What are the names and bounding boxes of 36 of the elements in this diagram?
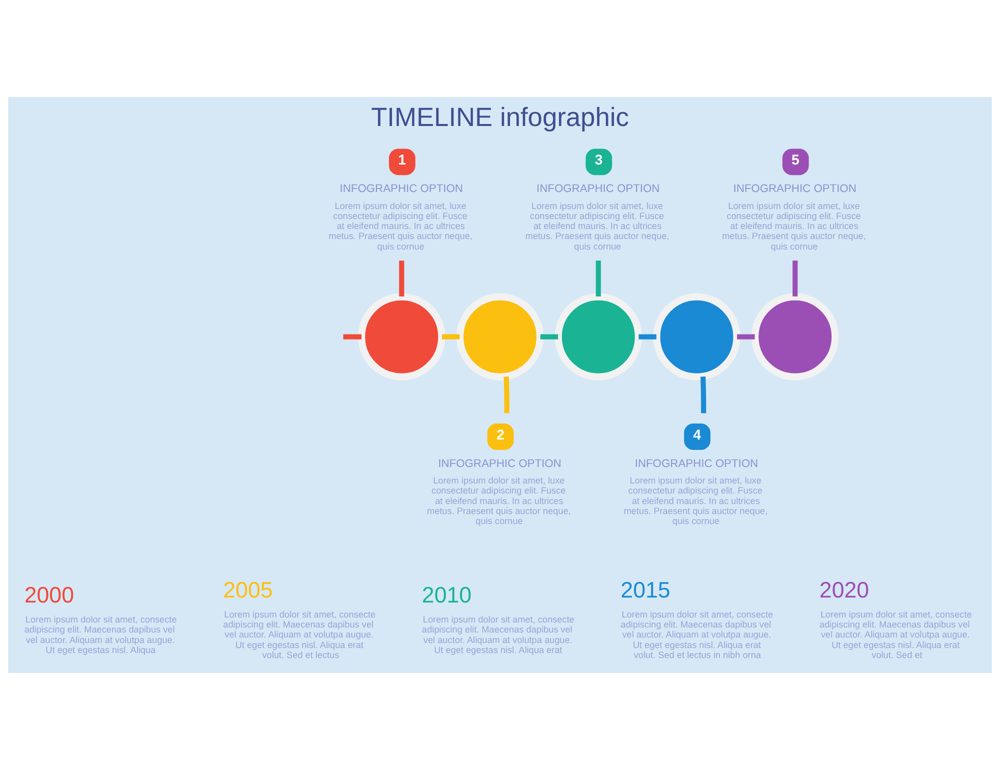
node-label: INFOGRAPHIC OPTION (634, 457, 758, 470)
connector (504, 376, 510, 413)
label: Lorem ipsum dolor sit amet, consecte adipiscing elit. Maecenas dapibus vel vel auctor. Aliquam at volutpa augue. Ut eget egestas nisl. Aliqua erat volut. Sed et (819, 608, 972, 660)
node-label: INFOGRAPHIC OPTION (536, 182, 660, 195)
label: 2015 (620, 577, 670, 602)
connector (442, 334, 460, 339)
label: Lorem ipsum dolor sit amet, consecte adipiscing elit. Maecenas dapibus vel vel auctor. Aliquam at volutpa augue. Ut eget egestas nisl. Aliqua erat volut. Sed et lectus in nibh orna (620, 608, 774, 660)
connector (399, 260, 404, 296)
connector (343, 334, 362, 339)
connector (700, 376, 706, 413)
node-label: Lorem ipsum dolor sit amet, luxe consectetur adipiscing elit. Fusce at eleifend mauris. In ac ultrices metus. Praesent quis auctor neque, quis cornue (328, 200, 472, 251)
node-label: INFOGRAPHIC OPTION (438, 457, 562, 470)
diagram-title: TIMELINE infographic (371, 102, 629, 132)
node-circle (554, 292, 642, 380)
connector (638, 334, 656, 339)
node-label: INFOGRAPHIC OPTION (340, 182, 463, 195)
node-circle (358, 292, 446, 380)
label: 2000 (24, 582, 74, 608)
node-label: INFOGRAPHIC OPTION (733, 182, 856, 195)
node-circle (752, 292, 839, 380)
label: Lorem ipsum dolor sit amet, consecte adipiscing elit. Maecenas dapibus vel vel auctor. Aliquam at volutpa augue. Ut eget egestas nisl. Aliqua (24, 614, 177, 654)
node-label: Lorem ipsum dolor sit amet, luxe consectetur adipiscing elit. Fusce at eleifend mauris. In ac ultrices metus. Praesent quis auctor neque, quis cornue (525, 200, 670, 251)
node-label: Lorem ipsum dolor sit amet, luxe consectetur adipiscing elit. Fusce at eleifend mauris. In ac ultrices metus. Praesent quis auctor neque, quis cornue (426, 475, 571, 526)
label: Lorem ipsum dolor sit amet, consecte adipiscing elit. Maecenas dapibus vel vel auctor. Aliquam at volutpa augue. Ut eget egestas nisl. Aliqua erat volut. Sed et lectus (223, 608, 376, 660)
node-circle (653, 292, 740, 380)
label: 2020 (819, 577, 870, 602)
connector (737, 334, 755, 339)
connector (792, 260, 798, 296)
connector (596, 260, 601, 296)
label: Lorem ipsum dolor sit amet, consecte adipiscing elit. Maecenas dapibus vel vel auctor. Aliquam at volutpa augue. Ut eget egestas nisl. Aliqua erat (422, 614, 574, 654)
label: 2005 (223, 577, 273, 602)
node-label: Lorem ipsum dolor sit amet, luxe consectetur adipiscing elit. Fusce at eleifend mauris. In ac ultrices metus. Praesent quis auctor neque, quis cornue (722, 200, 866, 251)
node-label: Lorem ipsum dolor sit amet, luxe consectetur adipiscing elit. Fusce at eleifend mauris. In ac ultrices metus. Praesent quis auctor neque, quis cornue (624, 475, 768, 526)
label: 2010 (422, 582, 472, 608)
node-circle (456, 292, 544, 380)
connector (540, 334, 558, 339)
